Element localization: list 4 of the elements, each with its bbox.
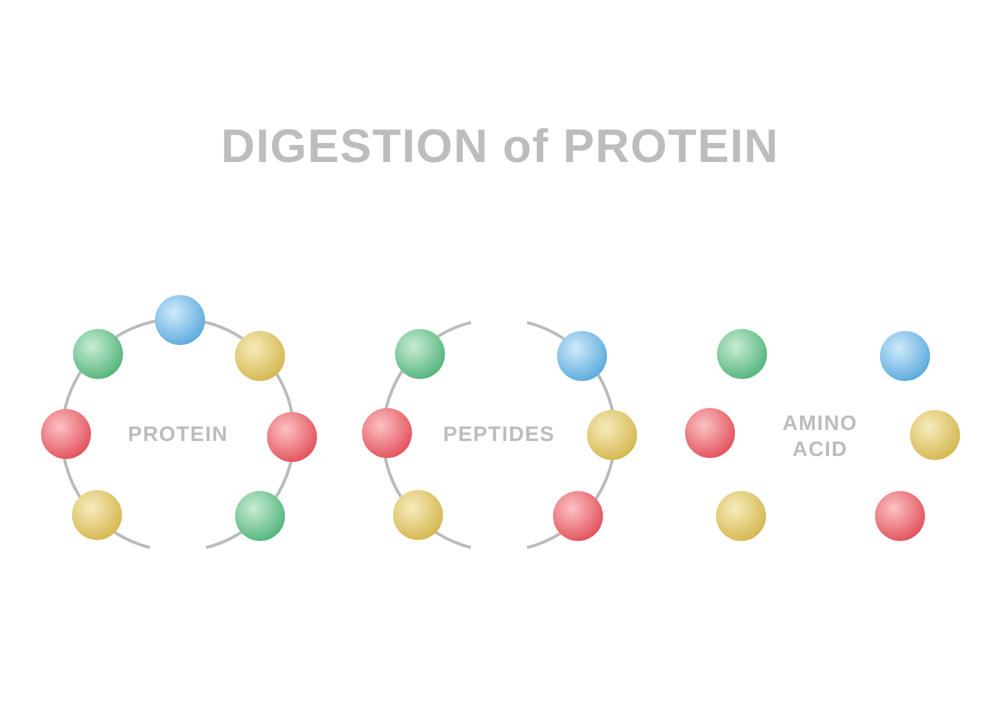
stage-label: AMINO ACID: [782, 411, 858, 463]
stage-label: PROTEIN: [126, 422, 230, 448]
stage-label: PEPTIDES: [442, 422, 556, 448]
title: DIGESTION of PROTEIN: [221, 119, 779, 172]
